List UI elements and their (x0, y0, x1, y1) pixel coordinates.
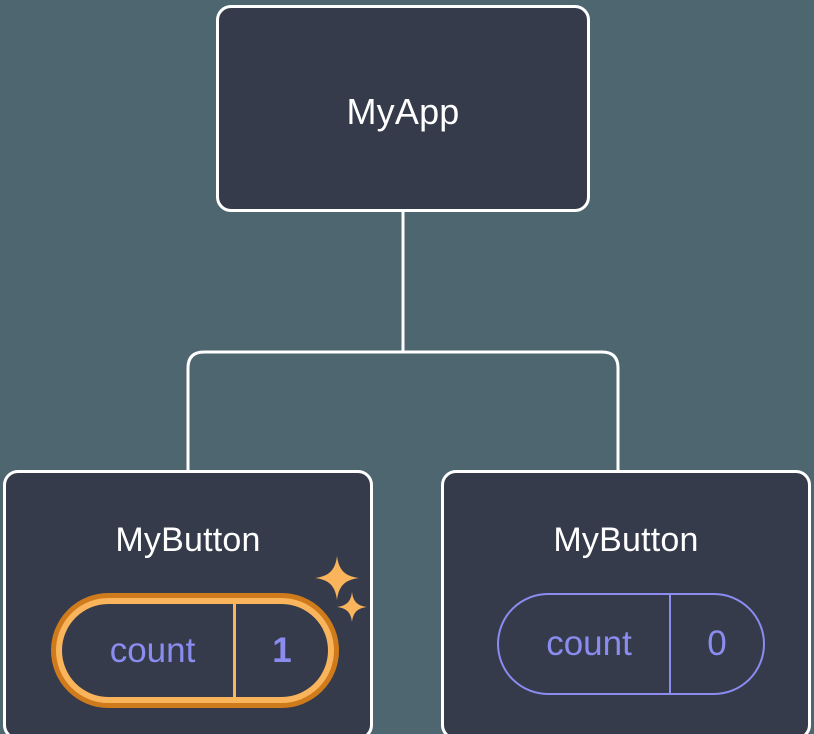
component-node-mybutton-right[interactable]: MyButton count 0 (441, 470, 811, 734)
state-value-label: 1 (272, 630, 292, 670)
component-title: MyButton (553, 521, 699, 559)
state-pill-divider (233, 604, 236, 697)
component-title: MyApp (346, 91, 460, 132)
state-key-label: count (546, 624, 632, 663)
component-title: MyButton (115, 521, 261, 559)
connector-branch-bus (186, 350, 620, 470)
state-value-label: 0 (707, 624, 727, 663)
state-pill-count[interactable]: count 0 (497, 593, 765, 695)
component-node-mybutton-left[interactable]: MyButton count 1 (3, 470, 373, 734)
state-pill-count-highlighted[interactable]: count 1 (51, 593, 339, 708)
state-key-label: count (109, 630, 196, 670)
state-pill-inner: count 1 (62, 604, 328, 697)
component-node-myapp[interactable]: MyApp (216, 5, 590, 212)
state-pill-divider (669, 595, 671, 693)
